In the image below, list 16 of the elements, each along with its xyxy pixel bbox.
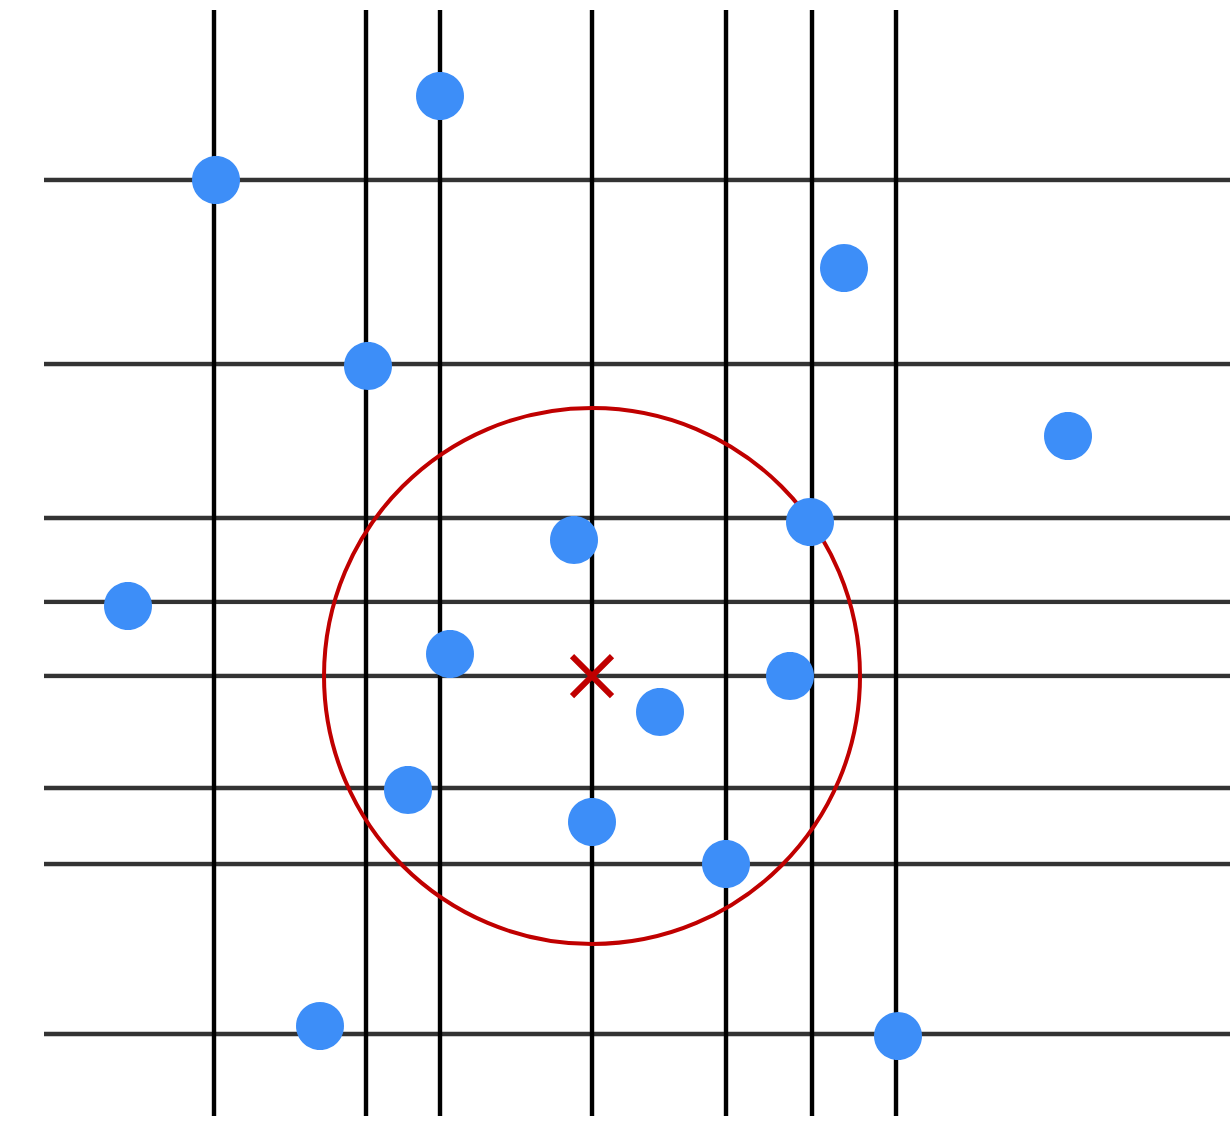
data-point	[568, 798, 616, 846]
data-point	[702, 840, 750, 888]
data-point	[786, 498, 834, 546]
data-point	[426, 630, 474, 678]
data-point	[344, 342, 392, 390]
data-point	[874, 1012, 922, 1060]
data-point	[1044, 412, 1092, 460]
data-point	[416, 72, 464, 120]
data-point	[104, 582, 152, 630]
data-point	[192, 156, 240, 204]
data-point	[636, 688, 684, 736]
data-point	[820, 244, 868, 292]
data-point	[296, 1002, 344, 1050]
data-point	[384, 766, 432, 814]
data-point	[550, 516, 598, 564]
data-point	[766, 652, 814, 700]
